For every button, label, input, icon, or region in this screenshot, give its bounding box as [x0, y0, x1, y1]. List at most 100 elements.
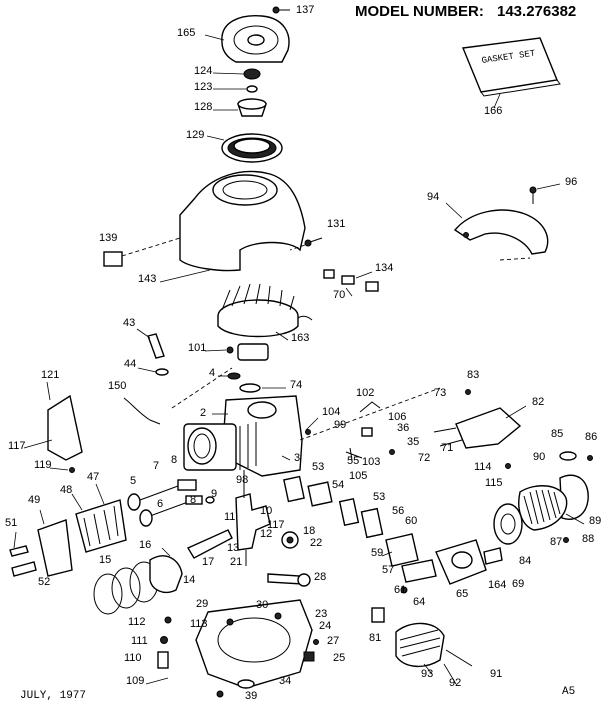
part-number-65: 65 — [456, 588, 468, 600]
part-number-117: 117 — [8, 440, 26, 452]
flywheel-hub-parts — [204, 343, 286, 393]
part-number-123: 123 — [194, 81, 212, 93]
part-number-150: 150 — [108, 380, 126, 392]
part-number-124: 124 — [194, 65, 212, 77]
part-number-55: 55 — [347, 455, 359, 467]
part-number-3: 3 — [294, 452, 300, 464]
part-number-24: 24 — [319, 620, 331, 632]
part-number-4: 4 — [209, 367, 215, 379]
part-number-89: 89 — [589, 515, 601, 527]
intake-gaskets — [283, 475, 384, 539]
part-number-labels: 1371651241231281291669694131139134143704… — [5, 4, 601, 702]
part-number-106: 106 — [388, 411, 406, 423]
part-number-35: 35 — [407, 436, 419, 448]
decal-139 — [103, 237, 181, 267]
part-number-39: 39 — [245, 690, 257, 702]
part-number-110: 110 — [124, 652, 142, 664]
part-number-11: 11 — [224, 511, 235, 523]
part-number-103: 103 — [362, 456, 380, 468]
part-number-6: 6 — [157, 498, 163, 510]
part-number-34: 34 — [279, 675, 291, 687]
part-number-61: 61 — [394, 584, 406, 596]
camshaft-parts — [267, 531, 311, 587]
baffle-94 — [445, 202, 549, 261]
part-number-128: 128 — [194, 101, 212, 113]
part-number-131: 131 — [327, 218, 345, 230]
screw-131 — [289, 237, 323, 251]
control-bracket — [299, 387, 527, 449]
part-number-47: 47 — [87, 471, 99, 483]
part-number-84: 84 — [519, 555, 531, 567]
drain-plug-parts — [145, 616, 172, 685]
part-number-134: 134 — [375, 262, 393, 274]
part-number-9: 9 — [211, 488, 217, 500]
valve-parts — [127, 479, 215, 527]
part-number-143: 143 — [138, 273, 156, 285]
misc-small-parts — [505, 451, 593, 469]
part-number-83: 83 — [467, 369, 479, 381]
part-number-53: 53 — [373, 491, 385, 503]
part-number-49: 49 — [28, 494, 40, 506]
governor-parts — [123, 328, 169, 425]
part-number-51: 51 — [5, 517, 17, 529]
part-number-70: 70 — [333, 289, 345, 301]
engine-base — [195, 599, 319, 698]
part-number-15: 15 — [99, 554, 111, 566]
part-number-117: 117 — [267, 519, 285, 531]
part-number-29: 29 — [196, 598, 208, 610]
footer-page: A5 — [562, 686, 575, 698]
screw-137 — [272, 6, 290, 14]
part-number-88: 88 — [582, 533, 594, 545]
flywheel — [217, 283, 313, 341]
part-number-99: 99 — [334, 419, 346, 431]
part-number-93: 93 — [421, 668, 433, 680]
part-number-59: 59 — [371, 547, 383, 559]
part-number-64: 64 — [413, 596, 425, 608]
part-number-85: 85 — [551, 428, 563, 440]
part-number-113: 113 — [190, 618, 208, 630]
part-number-104: 104 — [322, 406, 340, 418]
part-number-105: 105 — [349, 470, 367, 482]
air-cleaner — [483, 474, 589, 565]
part-number-163: 163 — [291, 332, 309, 344]
part-number-114: 114 — [474, 461, 492, 473]
part-number-72: 72 — [418, 452, 430, 464]
part-number-129: 129 — [186, 129, 204, 141]
part-number-121: 121 — [41, 369, 59, 381]
part-number-166: 166 — [484, 105, 502, 117]
part-number-28: 28 — [314, 571, 326, 583]
bracket-and-spark-plug — [9, 509, 73, 577]
part-number-8: 8 — [171, 454, 177, 466]
part-number-111: 111 — [131, 635, 148, 647]
engine-block — [171, 367, 303, 477]
cylinder-head — [71, 483, 127, 553]
muffler — [371, 607, 473, 685]
footer-date: JULY, 1977 — [20, 690, 86, 702]
part-number-5: 5 — [130, 475, 136, 487]
part-number-7: 7 — [153, 460, 159, 472]
part-number-2: 2 — [200, 407, 206, 419]
part-number-112: 112 — [128, 616, 146, 628]
part-number-96: 96 — [565, 176, 577, 188]
part-number-27: 27 — [327, 635, 339, 647]
part-number-25: 25 — [333, 652, 345, 664]
part-number-44: 44 — [124, 358, 136, 370]
part-number-73: 73 — [434, 387, 446, 399]
part-number-60: 60 — [405, 515, 417, 527]
part-number-30: 30 — [256, 599, 268, 611]
part-number-119: 119 — [34, 459, 52, 471]
gasket-set-package: GASKET SET — [462, 37, 561, 109]
part-number-21: 21 — [230, 556, 242, 568]
part-number-74: 74 — [290, 379, 302, 391]
carburetor-body — [435, 539, 487, 585]
part-number-12: 12 — [260, 528, 272, 540]
starter-stack — [206, 68, 283, 163]
model-number-value: 143.276382 — [497, 3, 576, 20]
cylinder-shield — [23, 381, 83, 473]
part-number-14: 14 — [183, 574, 195, 586]
part-number-92: 92 — [449, 677, 461, 689]
part-number-56: 56 — [392, 505, 404, 517]
part-number-94: 94 — [427, 191, 439, 203]
part-number-137: 137 — [296, 4, 314, 16]
